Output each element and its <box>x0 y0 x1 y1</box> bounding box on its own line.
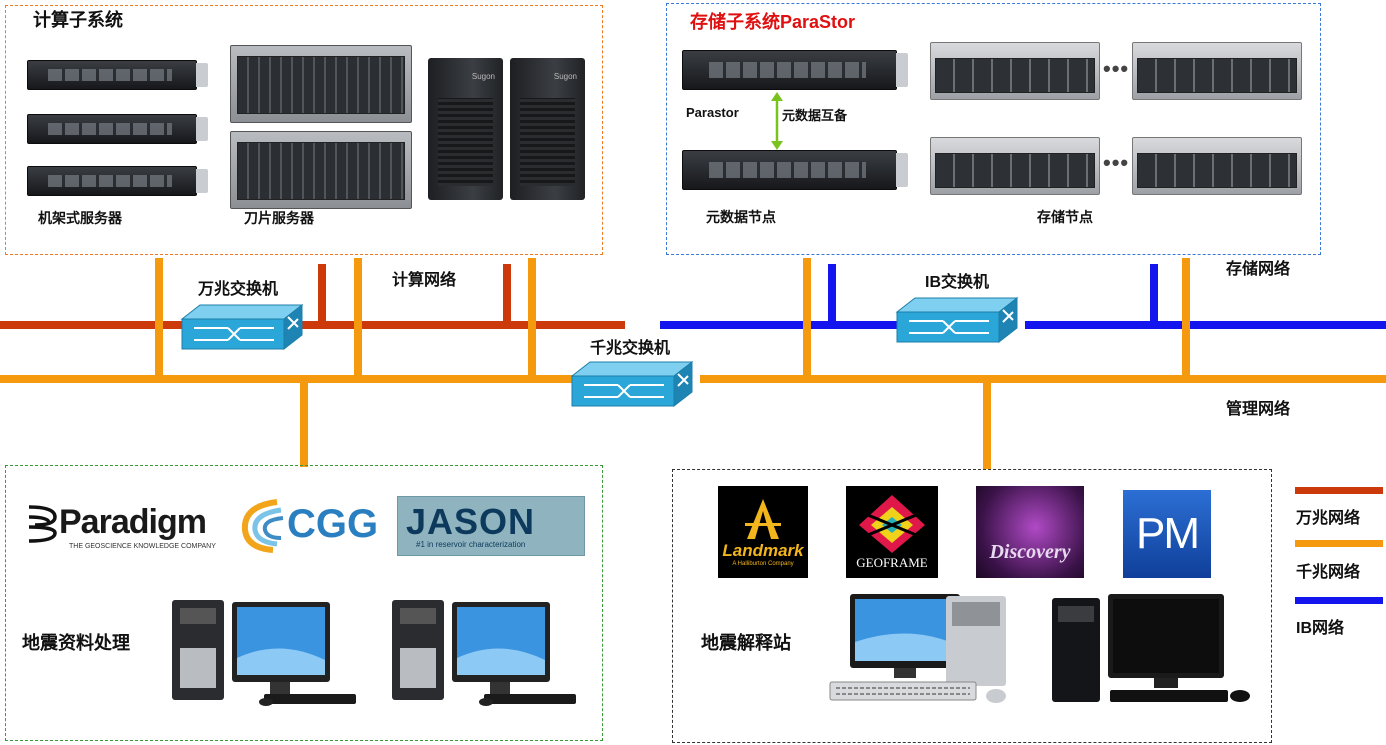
ellipsis-icon: ••• <box>1103 56 1130 81</box>
geoframe-logo: GEOFRAME <box>846 486 938 578</box>
rack-server <box>27 114 208 144</box>
rack-server-label: 机架式服务器 <box>38 210 122 226</box>
1g-drop-5 <box>1182 258 1190 379</box>
double-arrow-icon <box>771 92 783 150</box>
processing-box <box>5 465 603 741</box>
legend-swatch-1g <box>1295 540 1383 547</box>
1g-drop-1 <box>155 258 163 379</box>
10g-drop-2 <box>503 264 511 325</box>
landmark-logo: Landmark A Halliburton Company <box>718 486 808 578</box>
rack-server <box>27 166 208 196</box>
cgg-swirl-icon <box>241 498 284 553</box>
storage-network-label: 存储网络 <box>1226 261 1291 278</box>
metadata-node-label: 元数据节点 <box>706 209 776 225</box>
legend-swatch-10g <box>1295 487 1383 494</box>
1g-drop-processing <box>300 379 308 467</box>
discovery-logo: Discovery <box>976 486 1084 578</box>
processing-title: 地震资料处理 <box>22 633 130 653</box>
legend-swatch-ib <box>1295 597 1383 604</box>
storage-node <box>930 137 1100 195</box>
ib-line-left <box>660 321 900 329</box>
cgg-logo: CGG <box>230 492 385 557</box>
1g-drop-4 <box>803 258 811 379</box>
legend-label-ib: IB网络 <box>1296 620 1345 637</box>
metadata-backup-label: 元数据互备 <box>782 108 848 123</box>
parastor-label: Parastor <box>686 105 739 120</box>
storage-node-label: 存储节点 <box>1037 209 1093 225</box>
ellipsis-icon: ••• <box>1103 150 1130 175</box>
rack-server <box>27 60 208 90</box>
10g-line <box>0 321 625 329</box>
legend-label-1g: 千兆网络 <box>1296 564 1361 581</box>
10g-drop-1 <box>318 264 326 325</box>
blade-server <box>230 45 412 123</box>
jason-logo: JASON #1 in reservoir characterization <box>397 496 585 556</box>
landmark-derrick-icon <box>745 499 781 539</box>
pm-logo: PM <box>1123 490 1211 578</box>
ib-switch-icon <box>895 296 1019 344</box>
storage-node <box>1132 42 1302 100</box>
storage-subsystem-box <box>666 3 1321 255</box>
ib-line-right <box>1025 321 1386 329</box>
paradigm-logo: Paradigm THE GEOSCIENCE KNOWLEDGE COMPAN… <box>25 495 220 557</box>
10g-switch-label: 万兆交换机 <box>198 281 279 298</box>
mgmt-network-label: 管理网络 <box>1226 401 1291 418</box>
10g-switch-icon <box>180 303 304 351</box>
tower-server: Sugon <box>510 58 585 200</box>
storage-node <box>930 42 1100 100</box>
geoframe-mark-icon <box>859 495 925 553</box>
1g-drop-2 <box>354 258 362 379</box>
ib-switch-label: IB交换机 <box>925 274 990 291</box>
paradigm-mark-icon <box>28 504 57 543</box>
1g-switch-label: 千兆交换机 <box>590 340 671 357</box>
compute-title: 计算子系统 <box>33 10 123 30</box>
compute-subsystem-box <box>5 5 603 255</box>
compute-network-label: 计算网络 <box>392 272 457 289</box>
workstation-icon <box>172 600 356 706</box>
1g-switch-icon <box>570 360 694 408</box>
blade-server-label: 刀片服务器 <box>244 210 314 226</box>
metadata-server <box>682 150 908 190</box>
metadata-server <box>682 50 908 90</box>
1g-line-left <box>0 375 580 383</box>
ib-drop-2 <box>1150 264 1158 325</box>
ib-drop-1 <box>828 264 836 325</box>
storage-node <box>1132 137 1302 195</box>
1g-line-right <box>700 375 1386 383</box>
storage-title: 存储子系统ParaStor <box>690 12 856 32</box>
interpretation-box <box>672 469 1272 743</box>
1g-drop-3 <box>528 258 536 379</box>
1g-drop-interp <box>983 379 991 469</box>
workstation-icon <box>392 600 576 706</box>
tower-server: Sugon <box>428 58 503 200</box>
workstation-icon <box>1052 594 1250 702</box>
legend-label-10g: 万兆网络 <box>1296 510 1361 527</box>
blade-server <box>230 131 412 209</box>
interpretation-title: 地震解释站 <box>701 633 791 653</box>
workstation-icon <box>829 594 1006 703</box>
